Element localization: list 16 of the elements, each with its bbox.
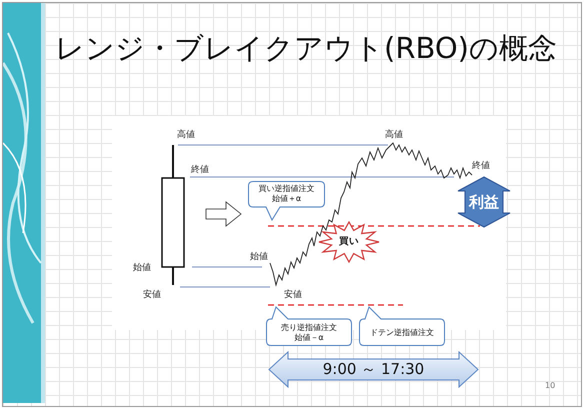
up-down-arrow: 利益 (457, 176, 511, 228)
speech-bubble: ドテン逆指値注文 (359, 306, 445, 346)
price-label: 終値 (191, 166, 209, 175)
price-label: 安値 (284, 291, 302, 300)
price-label: 終値 (472, 162, 490, 171)
price-label: 高値 (177, 131, 195, 140)
price-label: 高値 (385, 131, 403, 140)
price-label: 始値 (250, 253, 268, 262)
price-label: 安値 (143, 291, 161, 300)
double-arrow: 9:00 ～ 17:30 (268, 351, 479, 388)
speech-bubble: 買い逆指値注文始値＋α (248, 181, 325, 221)
price-label: 始値 (133, 264, 151, 273)
speech-bubble: 売り逆指値注文始値－α (266, 306, 352, 346)
starburst-shape: 買い (318, 221, 380, 263)
slide-title: レンジ・ブレイクアウト(RBO)の概念 (55, 34, 557, 63)
page-number: 10 (545, 382, 556, 390)
